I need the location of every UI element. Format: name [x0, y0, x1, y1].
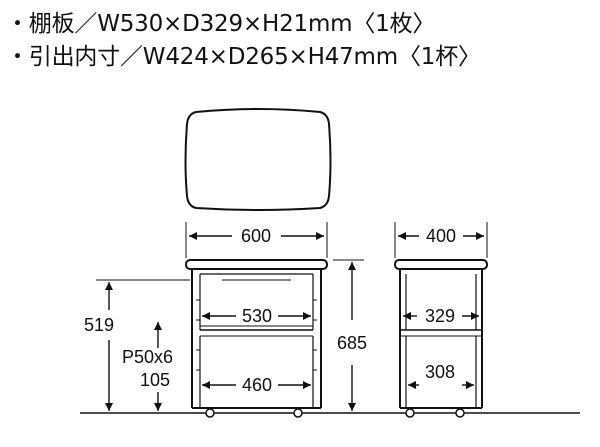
- label-total-height: 685: [337, 333, 367, 353]
- label-front-width: 600: [241, 226, 271, 246]
- dimension-arrows: [105, 232, 484, 411]
- side-caster-left: [405, 408, 415, 418]
- drawer-spec: ・引出内寸／W424×D265×H47mm〈1杯〉: [6, 44, 481, 70]
- label-shelf-depth: 329: [425, 306, 455, 326]
- label-drawer-depth: 308: [425, 362, 455, 382]
- side-view: [394, 259, 488, 409]
- label-shelf-width: 530: [242, 306, 272, 326]
- label-pitch-base: 105: [140, 370, 170, 390]
- extension-lines: [96, 222, 488, 281]
- side-caster-right: [455, 408, 465, 418]
- front-caster-left: [205, 408, 215, 418]
- label-drawer-width: 460: [242, 375, 272, 395]
- label-shelf-height: 519: [84, 315, 114, 335]
- front-caster-right: [293, 408, 303, 418]
- front-view: [185, 259, 328, 409]
- shelf-spec: ・棚板／W530×D329×H21mm〈1枚〉: [6, 11, 436, 37]
- spec-block: ・棚板／W530×D329×H21mm〈1枚〉 ・引出内寸／W424×D265×…: [6, 8, 481, 74]
- label-side-depth: 400: [426, 226, 456, 246]
- label-pitch: P50x6: [122, 347, 173, 367]
- shelf-top-view: [184, 108, 332, 211]
